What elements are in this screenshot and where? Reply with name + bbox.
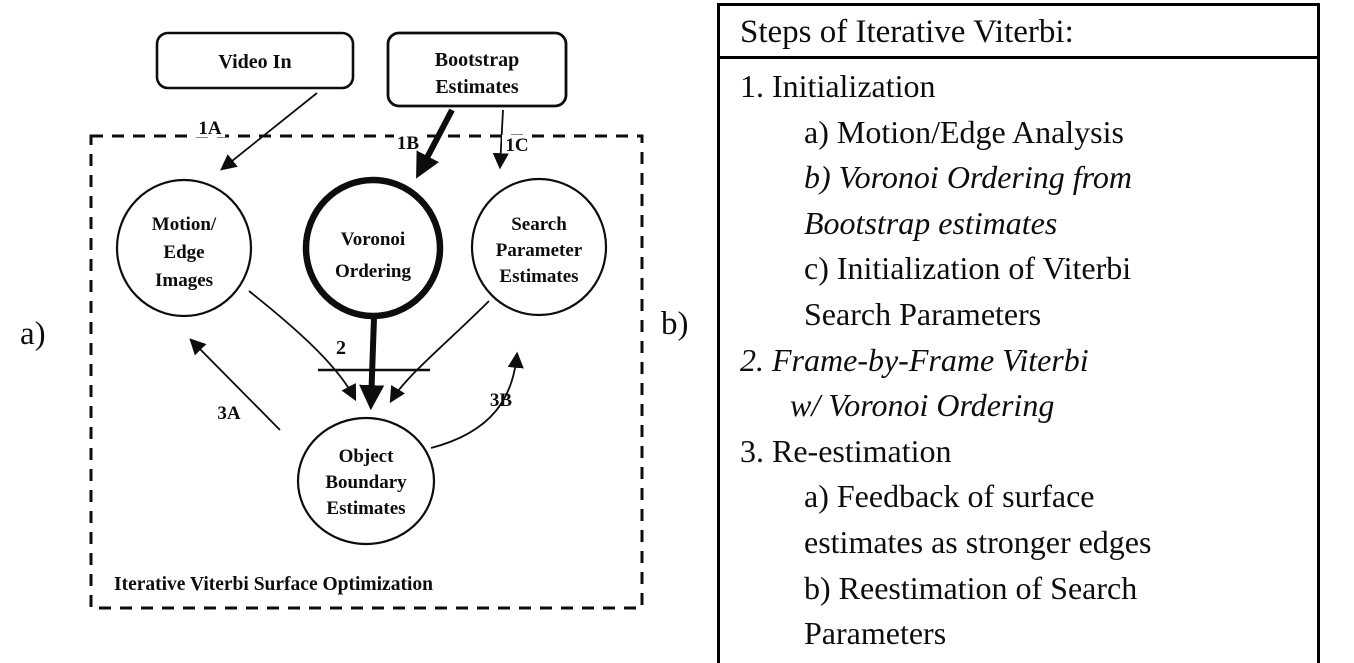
video-in-box: [155, 31, 355, 90]
steps-line: 3. Re-estimation: [740, 432, 952, 469]
voronoi-label-line1: Voronoi: [341, 229, 405, 250]
arrow-3a-label: 3A: [217, 403, 241, 424]
search-label-line2: Parameter: [496, 240, 583, 261]
search-label-line3: Estimates: [499, 266, 578, 287]
arrow-3a-line: [189, 338, 281, 431]
panel-b-label: b): [661, 306, 689, 342]
motion-label-line3: Images: [155, 270, 213, 291]
search-label-line1: Search: [511, 214, 567, 235]
steps-line: estimates as stronger edges: [804, 523, 1152, 560]
steps-line: w/ Voronoi Ordering: [790, 387, 1055, 424]
object-label-line2: Boundary: [325, 472, 407, 493]
motion-label-line1: Motion/: [152, 214, 217, 235]
bootstrap-estimates-box: [386, 31, 568, 108]
arrow-1a-line: [220, 92, 318, 171]
optimization-boundary-dashed-rect: [89, 134, 644, 610]
object-boundary-estimates-circle: [296, 416, 436, 546]
arrow-2-line: [359, 317, 385, 411]
steps-title: Steps of Iterative Viterbi:: [720, 6, 1317, 59]
steps-line: Parameters: [804, 615, 947, 652]
label-1c-halo: [502, 135, 532, 153]
figure: Video In Bootstrap Estimates 1A 1B 1C Mo…: [20, 3, 1320, 663]
arrow-1c-label: 1C: [505, 135, 528, 156]
steps-line: b) Voronoi Ordering from: [804, 159, 1132, 196]
steps-table: Steps of Iterative Viterbi: 1. Initializ…: [717, 3, 1320, 663]
steps-line: b) Reestimation of Search: [804, 569, 1138, 606]
voronoi-ordering-circle: [302, 176, 444, 320]
steps-line: a) Motion/Edge Analysis: [804, 113, 1124, 150]
steps-line: c) Initialization of Viterbi: [804, 250, 1132, 287]
video-in-label: Video In: [218, 51, 291, 73]
arrow-1b-line: [416, 108, 455, 179]
arrow-2-label: 2: [336, 337, 346, 359]
flow-diagram: Video In Bootstrap Estimates 1A 1B 1C Mo…: [89, 31, 644, 610]
diagram-caption: Iterative Viterbi Surface Optimization: [114, 574, 433, 595]
steps-line: 2. Frame-by-Frame Viterbi: [740, 341, 1089, 378]
steps-line: Bootstrap estimates: [804, 204, 1058, 241]
motion-label-line2: Edge: [163, 242, 204, 263]
steps-line: Search Parameters: [804, 295, 1042, 332]
search-to-object-curve: [389, 300, 490, 404]
steps-line: a) Feedback of surface: [804, 478, 1095, 515]
arrow-1c-line: [492, 109, 509, 170]
motion-to-object-curve: [248, 290, 357, 402]
bootstrap-label-line2: Estimates: [435, 76, 519, 98]
arrow-1a-label: 1A: [198, 118, 222, 139]
label-1a-halo: [194, 118, 225, 137]
label-1b-halo: [394, 132, 423, 150]
steps-list: 1. Initialization a) Motion/Edge Analysis…: [720, 59, 1317, 657]
arrow-3b-line: [430, 351, 524, 449]
motion-edge-images-circle: [115, 178, 253, 318]
arrow-3b-label: 3B: [490, 390, 513, 411]
panel-a-label: a): [20, 316, 46, 352]
bootstrap-label-line1: Bootstrap: [435, 49, 519, 71]
arrow-1b-label: 1B: [397, 133, 420, 154]
steps-line: 1. Initialization: [740, 68, 936, 104]
search-parameter-estimates-circle: [470, 177, 608, 317]
object-label-line3: Estimates: [326, 498, 405, 519]
voronoi-label-line2: Ordering: [335, 261, 411, 282]
object-label-line1: Object: [339, 446, 395, 467]
